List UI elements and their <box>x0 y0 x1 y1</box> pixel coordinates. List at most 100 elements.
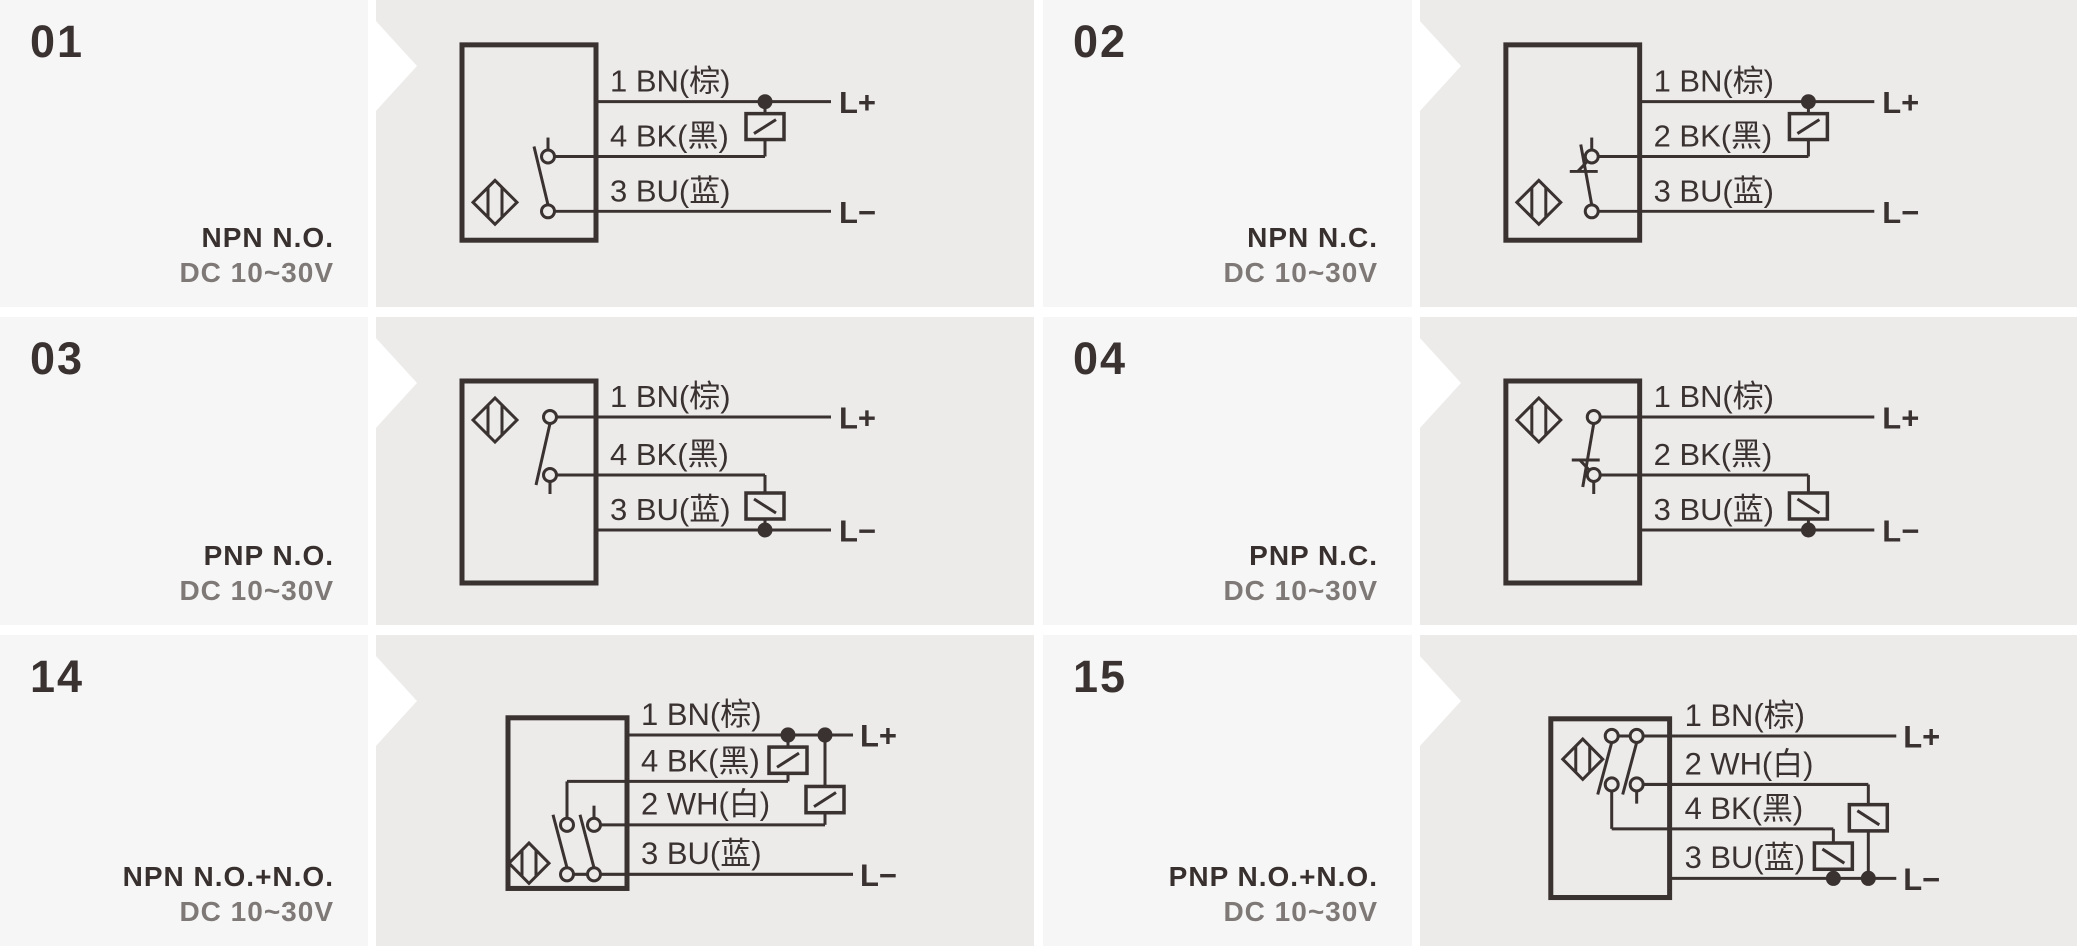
terminal-negative: L− <box>839 195 876 230</box>
wire-label: 2 BK(黑) <box>1654 119 1773 154</box>
voltage-label: DC 10~30V <box>1223 575 1378 607</box>
wire-label: 1 BN(棕) <box>1654 379 1774 414</box>
cell-number: 15 <box>1073 651 1128 702</box>
diagram-panel-03: 1 BN(棕)4 BK(黑)3 BU(蓝)L+L− <box>375 317 1034 625</box>
wire-label: 3 BU(蓝) <box>610 492 731 527</box>
wiring-cell-03: 03 PNP N.O. DC 10~30V 1 BN(棕)4 BK(黑)3 BU… <box>0 317 1034 625</box>
contact-icon <box>1585 409 1602 425</box>
proximity-sensor-icon <box>506 840 552 886</box>
junction-dot <box>780 727 796 743</box>
contact-icon <box>542 409 558 425</box>
diagram-panel-02: 1 BN(棕)2 BK(黑)3 BU(蓝)L+L− <box>1419 0 2077 307</box>
wire <box>1621 742 1639 795</box>
wire <box>1581 423 1596 488</box>
junction-dot <box>1800 522 1816 538</box>
wiring-cell-15: 15 PNP N.O.+N.O. DC 10~30V 1 BN(棕)2 WH(白… <box>1043 635 2077 946</box>
wiring-cell-04: 04 PNP N.C. DC 10~30V 1 BN(棕)2 BK(黑)3 BU… <box>1043 317 2077 625</box>
voltage-label: DC 10~30V <box>179 896 334 928</box>
output-type-label: NPN N.O.+N.O. <box>122 861 334 893</box>
contact-icon <box>1628 776 1645 793</box>
label-panel-14: 14 NPN N.O.+N.O. DC 10~30V <box>0 635 368 946</box>
contact-icon <box>1583 203 1600 220</box>
terminal-negative: L− <box>1903 862 1940 897</box>
wire-label: 3 BU(蓝) <box>1685 840 1805 875</box>
cell-labels: NPN N.O. DC 10~30V <box>179 223 334 289</box>
cell-labels: PNP N.C. DC 10~30V <box>1223 541 1378 607</box>
sensor-body <box>1503 42 1643 243</box>
wire <box>534 423 552 486</box>
terminal-negative: L− <box>860 858 897 893</box>
diagram-panel-01: 1 BN(棕)4 BK(黑)3 BU(蓝)L+L− <box>375 0 1034 307</box>
terminal-negative: L− <box>1882 195 1919 230</box>
proximity-sensor-icon <box>1514 395 1563 445</box>
terminal-negative: L− <box>839 514 876 549</box>
circuit-diagram-02: 1 BN(棕)2 BK(黑)3 BU(蓝)L+L− <box>1503 42 1919 243</box>
cell-number: 03 <box>30 333 85 384</box>
wire-label: 1 BN(棕) <box>641 697 762 732</box>
diagram-panel-15: 1 BN(棕)2 WH(白)4 BK(黑)3 BU(蓝)L+L− <box>1419 635 2077 946</box>
sensor-body <box>1503 378 1643 586</box>
circuit-diagram-03: 1 BN(棕)4 BK(黑)3 BU(蓝)L+L− <box>459 378 876 586</box>
wire-label: 3 BU(蓝) <box>610 173 731 208</box>
voltage-label: DC 10~30V <box>179 257 334 289</box>
label-panel-15: 15 PNP N.O.+N.O. DC 10~30V <box>1043 635 1412 946</box>
circuit-diagram-14: 1 BN(棕) 4 BK(黑) 2 WH(白) 3 BU(蓝) L+ L− <box>505 697 897 893</box>
terminal-positive: L+ <box>1882 85 1919 120</box>
wire <box>753 497 777 515</box>
wire <box>1796 497 1821 515</box>
wire <box>753 118 777 135</box>
wire <box>1796 118 1821 135</box>
cell-number: 02 <box>1073 16 1128 67</box>
wiring-cell-01: 01 NPN N.O. DC 10~30V 1 BN(棕)4 BK(黑)3 BU… <box>0 0 1034 307</box>
voltage-label: DC 10~30V <box>1223 896 1378 928</box>
contact-icon <box>542 467 558 483</box>
terminal-positive: L+ <box>860 718 897 753</box>
circuit-diagram-01: 1 BN(棕)4 BK(黑)3 BU(蓝)L+L− <box>459 42 876 243</box>
wire-label: 3 BU(蓝) <box>641 836 762 871</box>
wire <box>813 791 837 808</box>
proximity-sensor-icon <box>1560 736 1605 782</box>
sensor-body <box>505 715 630 891</box>
contact-icon <box>586 866 602 883</box>
terminal-positive: L+ <box>839 401 876 436</box>
contact-icon <box>1585 467 1602 483</box>
cell-labels: NPN N.C. DC 10~30V <box>1223 223 1378 289</box>
junction-dot <box>757 522 773 538</box>
wire-label: 1 BN(棕) <box>610 64 731 99</box>
label-panel-01: 01 NPN N.O. DC 10~30V <box>0 0 368 307</box>
cell-labels: NPN N.O.+N.O. DC 10~30V <box>123 862 334 928</box>
label-panel-02: 02 NPN N.C. DC 10~30V <box>1043 0 1412 307</box>
wiring-cell-14: 14 NPN N.O.+N.O. DC 10~30V 1 BN(棕) 4 BK(黑… <box>0 635 1034 946</box>
sensor-body <box>459 42 599 243</box>
voltage-label: DC 10~30V <box>179 575 334 607</box>
row-1: 01 NPN N.O. DC 10~30V 1 BN(棕)4 BK(黑)3 BU… <box>0 0 2077 307</box>
contact-icon <box>1603 727 1620 745</box>
wire-label: 4 BK(黑) <box>1685 791 1804 826</box>
wire <box>1821 847 1846 865</box>
wire <box>551 814 569 869</box>
junction-dot <box>1860 870 1876 886</box>
cell-number: 01 <box>30 16 85 67</box>
terminal-positive: L+ <box>839 85 876 120</box>
contact-icon <box>559 816 575 833</box>
cell-number: 14 <box>30 651 85 702</box>
wire <box>1579 144 1594 206</box>
output-type-label: PNP N.C. <box>1249 540 1378 572</box>
contact-icon <box>540 148 556 165</box>
terminal-positive: L+ <box>1903 719 1940 754</box>
voltage-label: DC 10~30V <box>1223 257 1378 289</box>
circuit-diagram-15: 1 BN(棕)2 WH(白)4 BK(黑)3 BU(蓝)L+L− <box>1548 698 1940 901</box>
wire-label: 2 WH(白) <box>641 787 770 822</box>
junction-dot <box>1825 870 1841 886</box>
output-type-label: NPN N.O. <box>201 222 334 254</box>
output-type-label: NPN N.C. <box>1247 222 1378 254</box>
sensor-body <box>1548 716 1673 901</box>
wiring-cell-02: 02 NPN N.C. DC 10~30V 1 BN(棕)2 BK(黑)3 BU… <box>1043 0 2077 307</box>
wire-label: 4 BK(黑) <box>641 743 760 778</box>
contact-icon <box>559 866 575 883</box>
contact-icon <box>1583 148 1600 165</box>
contact-icon <box>1603 776 1620 793</box>
load-icon <box>744 491 786 521</box>
wire <box>1578 458 1591 472</box>
wire <box>1856 809 1881 827</box>
